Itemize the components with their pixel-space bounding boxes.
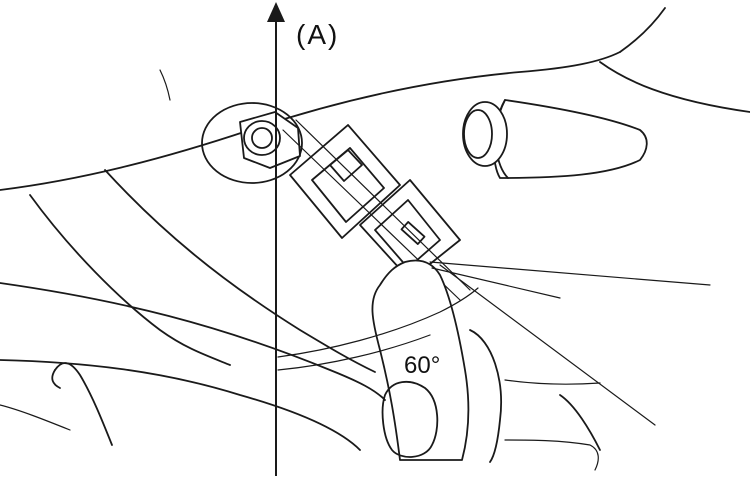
reference-lines	[429, 261, 711, 426]
angle-label: 60°	[404, 352, 440, 379]
axis-label: (A)	[296, 19, 339, 50]
bolt-nut	[201, 102, 303, 184]
lower-panel	[0, 169, 386, 451]
reference-axis	[267, 2, 285, 476]
axis-arrow-icon	[267, 2, 285, 22]
sensor-connector	[282, 119, 471, 301]
fender-outline	[0, 7, 750, 191]
grommet	[462, 99, 648, 179]
angle-arc	[277, 287, 479, 371]
